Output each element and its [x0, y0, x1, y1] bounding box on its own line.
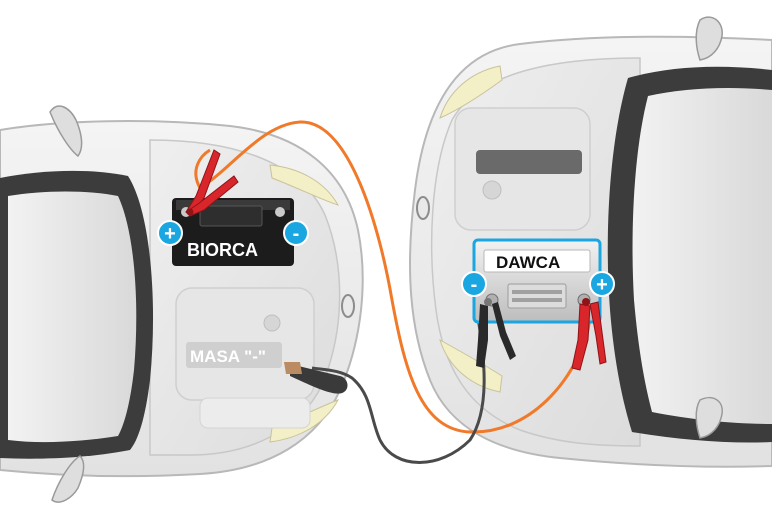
donor-minus-badge: -	[461, 271, 487, 297]
positive-cable	[199, 120, 594, 434]
donor-plus-badge: +	[589, 271, 615, 297]
ground-clamp	[284, 362, 348, 394]
ground-label-box	[186, 342, 282, 368]
donor-negative-clamp	[476, 298, 516, 368]
receiver-minus-badge: -	[283, 220, 309, 246]
ground-label: MASA "-"	[190, 347, 266, 366]
receiver-label: BIORCA	[187, 240, 258, 260]
donor-positive-clamp	[571, 298, 607, 371]
negative-cable	[311, 317, 486, 464]
receiver-positive-clamp	[185, 149, 239, 217]
donor-plus-sign: +	[596, 274, 608, 296]
receiver-minus-sign: -	[293, 223, 300, 245]
receiver-car	[0, 105, 364, 503]
donor-label: DAWCA	[496, 253, 560, 272]
receiver-plus-sign: +	[164, 223, 176, 245]
receiver-plus-badge: +	[157, 220, 183, 246]
donor-minus-sign: -	[471, 274, 478, 296]
